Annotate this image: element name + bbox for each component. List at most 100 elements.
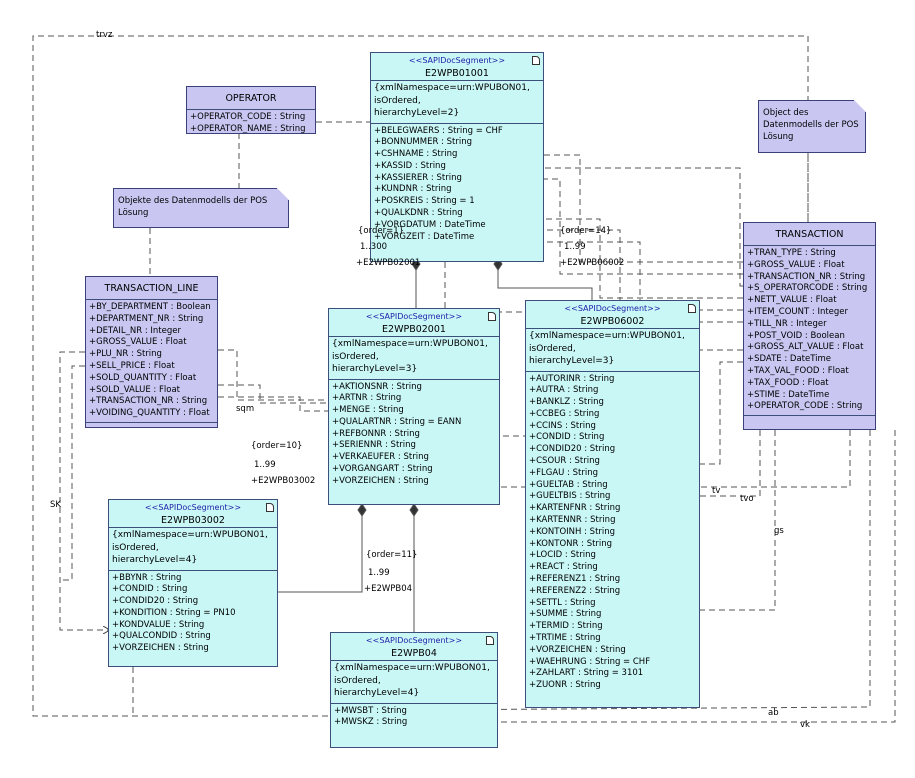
attr: +GUELTBIS : String bbox=[529, 491, 611, 502]
label-order-10: {order=10} bbox=[251, 441, 303, 451]
mapping-line-b bbox=[218, 349, 348, 400]
attr: +NETT_VALUE : Float bbox=[747, 295, 837, 306]
operator-class[interactable]: OPERATOR +OPERATOR_CODE : String +OPERAT… bbox=[186, 86, 316, 134]
attr: +CSOUR : String bbox=[529, 456, 600, 467]
attr: +BONNUMMER : String bbox=[374, 137, 473, 148]
ops-compartment bbox=[744, 415, 875, 422]
attr: +SOLD_VALUE : Float bbox=[89, 384, 180, 395]
attr: +VORZEICHEN : String bbox=[332, 475, 429, 486]
attr: +ZUONR : String bbox=[529, 680, 601, 691]
stereotype: <<SAPIDocSegment>> bbox=[365, 636, 463, 645]
mapping-ab bbox=[400, 430, 871, 710]
composition-diamond-02-03 bbox=[357, 503, 367, 517]
attr: +TERMID : String bbox=[529, 621, 603, 632]
attr: +VORGDATUM : DateTime bbox=[374, 219, 486, 230]
attr: +REFERENZ1 : String bbox=[529, 574, 621, 585]
attr: +MWSKZ : String bbox=[334, 717, 408, 728]
segment-e2wpb03002[interactable]: <<SAPIDocSegment>> E2WPB03002 {xmlNamesp… bbox=[108, 499, 278, 667]
tag: hierarchyLevel=3} bbox=[332, 364, 418, 374]
attr: +GROSS_VALUE : Float bbox=[89, 337, 187, 348]
stereotype: <<SAPIDocSegment>> bbox=[365, 312, 463, 321]
segment-e2wpb04[interactable]: <<SAPIDocSegment>> E2WPB04 {xmlNamespace… bbox=[330, 632, 498, 748]
tag: isOrdered, bbox=[332, 351, 379, 362]
label-tv: tv bbox=[712, 486, 721, 496]
transaction-class[interactable]: TRANSACTION +TRAN_TYPE : String +GROSS_V… bbox=[743, 222, 876, 430]
mapping-vk bbox=[400, 430, 896, 722]
tagged-values: {xmlNamespace=urn:WPUBON01, isOrdered, h… bbox=[371, 81, 543, 124]
transaction-line-class[interactable]: TRANSACTION_LINE +BY_DEPARTMENT : Boolea… bbox=[85, 276, 218, 428]
attr: +STIME : DateTime bbox=[747, 389, 830, 400]
segment-attrs: +BELEGWAERS : String = CHF +BONNUMMER : … bbox=[371, 124, 543, 246]
tag: hierarchyLevel=4} bbox=[334, 688, 420, 698]
attr: +REFBONNR : String bbox=[332, 428, 420, 439]
tag: isOrdered, bbox=[334, 675, 381, 686]
segment-e2wpb01001[interactable]: <<SAPIDocSegment>> E2WPB01001 {xmlNamesp… bbox=[370, 52, 544, 262]
mapping-sqm bbox=[218, 396, 348, 411]
class-icon bbox=[488, 312, 496, 321]
attr: +TILL_NR : Integer bbox=[747, 318, 827, 329]
mapping-gs bbox=[600, 430, 776, 610]
attr: +KARTENFNR : String bbox=[529, 503, 621, 514]
segment-attrs: +BBYNR : String +CONDID : String +CONDID… bbox=[109, 571, 277, 658]
attr: +REFERENZ2 : String bbox=[529, 585, 621, 596]
attr: +SELL_PRICE : Float bbox=[89, 360, 175, 371]
attr: +KARTENNR : String bbox=[529, 515, 616, 526]
tagged-values: {xmlNamespace=urn:WPUBON01, isOrdered, h… bbox=[109, 528, 277, 571]
attr: +DEPARTMENT_NR : String bbox=[89, 313, 204, 324]
class-icon bbox=[266, 503, 274, 512]
mapping-transaction-c bbox=[475, 168, 743, 287]
attr: +SETTL : String bbox=[529, 597, 596, 608]
label-trvz: trvz bbox=[96, 30, 113, 40]
tagged-values: {xmlNamespace=urn:WPUBON01, isOrdered, h… bbox=[329, 337, 499, 380]
attr: +MWSBT : String bbox=[334, 705, 407, 716]
attr: +DETAIL_NR : Integer bbox=[89, 325, 181, 336]
tag: {xmlNamespace=urn:WPUBON01, bbox=[332, 339, 488, 349]
class-icon bbox=[688, 304, 696, 313]
attr: +MENGE : String bbox=[332, 405, 404, 416]
stereotype: <<SAPIDocSegment>> bbox=[144, 503, 242, 512]
attr: +QUALKDNR : String bbox=[374, 208, 463, 219]
attr: +BANKLZ : String bbox=[529, 397, 604, 408]
attr: +AUTORINR : String bbox=[529, 373, 615, 384]
attr: +OPERATOR_CODE : String bbox=[190, 112, 306, 122]
segment-attrs: +AUTORINR : String +AUTRA : String +BANK… bbox=[526, 372, 699, 695]
note-text: Objekte des Datenmodells der POS Lösung bbox=[118, 196, 268, 218]
note-text: Object des Datenmodells der POS Lösung bbox=[763, 108, 859, 142]
mapping-trvz bbox=[32, 35, 809, 716]
operator-attrs: +OPERATOR_CODE : String +OPERATOR_NAME :… bbox=[187, 110, 315, 133]
note-pos-right[interactable]: Object des Datenmodells der POS Lösung bbox=[758, 100, 866, 153]
segment-e2wpb02001[interactable]: <<SAPIDocSegment>> E2WPB02001 {xmlNamesp… bbox=[328, 308, 500, 505]
attr: +ARTNR : String bbox=[332, 393, 402, 404]
attr: +KONTONR : String bbox=[529, 538, 613, 549]
label-sk: SK bbox=[50, 500, 61, 510]
attr: +VOIDING_QUANTITY : Float bbox=[89, 408, 210, 419]
segment-attrs: +MWSBT : String +MWSKZ : String bbox=[331, 704, 497, 732]
attr: +TRANSACTION_NR : String bbox=[89, 396, 208, 407]
attr: +BY_DEPARTMENT : Boolean bbox=[89, 302, 211, 312]
stereotype: <<SAPIDocSegment>> bbox=[408, 56, 506, 65]
attr: +TRANSACTION_NR : String bbox=[747, 271, 866, 282]
attr: +KONDVALUE : String bbox=[112, 619, 205, 630]
attr: +PLU_NR : String bbox=[89, 349, 162, 360]
segment-name: E2WPB03002 bbox=[161, 515, 225, 526]
label-order-1: {order=1} bbox=[358, 226, 405, 236]
segment-name: E2WPB01001 bbox=[425, 68, 489, 79]
transaction-line-class-name: TRANSACTION_LINE bbox=[104, 283, 199, 294]
segment-e2wpb06002[interactable]: <<SAPIDocSegment>> E2WPB06002 {xmlNamesp… bbox=[525, 300, 700, 708]
class-icon bbox=[486, 636, 494, 645]
stereotype: <<SAPIDocSegment>> bbox=[564, 304, 661, 313]
label-role-11: +E2WPB04 bbox=[364, 584, 413, 594]
attr: +SDATE : DateTime bbox=[747, 354, 832, 365]
segment-name: E2WPB06002 bbox=[580, 316, 645, 327]
label-gs: gs bbox=[774, 526, 784, 536]
label-role-14: +E2WPB06002 bbox=[560, 258, 625, 268]
label-ab: ab bbox=[768, 708, 779, 718]
note-pos-left[interactable]: Objekte des Datenmodells der POS Lösung bbox=[113, 188, 289, 228]
attr: +SUMME : String bbox=[529, 609, 602, 620]
composition-01-06 bbox=[497, 262, 593, 300]
attr: +OPERATOR_CODE : String bbox=[747, 401, 863, 412]
attr: +KONDITION : String = PN10 bbox=[112, 607, 236, 618]
segment-name: E2WPB02001 bbox=[382, 324, 446, 335]
attr: +GROSS_ALT_VALUE : Float bbox=[747, 342, 864, 353]
